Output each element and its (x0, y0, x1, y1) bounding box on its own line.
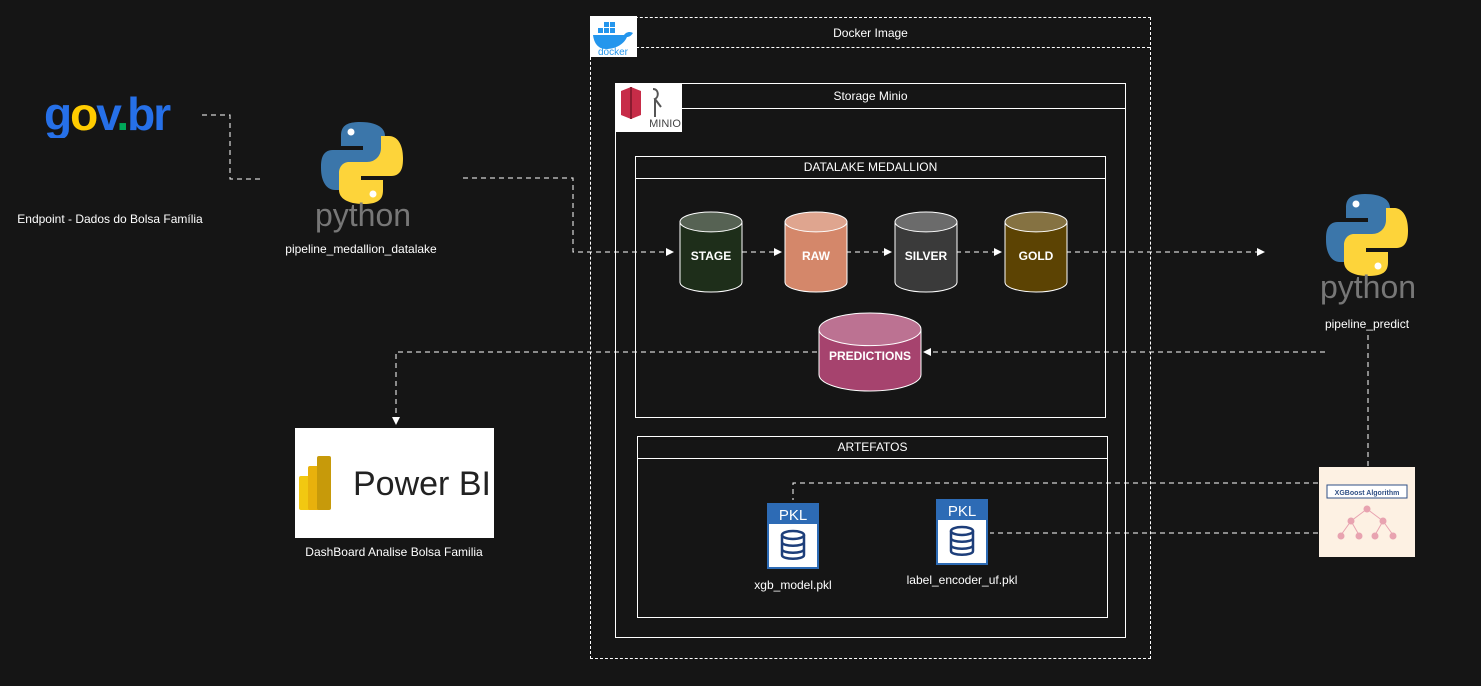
datalake-title: DATALAKE MEDALLION (636, 157, 1105, 179)
layer-silver-cylinder: SILVER (894, 211, 958, 293)
svg-text:python: python (1320, 269, 1416, 305)
pkl-file-icon: PKL (936, 499, 988, 565)
powerbi-label: DashBoard Analise Bolsa Familia (305, 545, 483, 559)
svg-text:PKL: PKL (779, 507, 807, 524)
artefatos-container: ARTEFATOS (637, 436, 1108, 618)
layer-silver-cylinder-label: SILVER (905, 249, 948, 263)
govbr-logo: gov.br (44, 88, 184, 143)
predictions-cylinder: PREDICTIONS (818, 312, 922, 392)
svg-text:Power BI: Power BI (353, 465, 491, 503)
connector-predictions-to-powerbi (392, 351, 817, 425)
storage-minio-container: Storage Minio (615, 83, 1126, 638)
predictions-cylinder-label: PREDICTIONS (829, 349, 911, 363)
connector-python-to-stage (463, 177, 674, 256)
xgboost-card: XGBoost Algorithm (1319, 467, 1415, 557)
powerbi-logo: Power BI (295, 428, 494, 538)
docker-image-container: Docker Image (590, 17, 1151, 659)
svg-text:MINIO: MINIO (649, 118, 681, 130)
pkl-file-icon: PKL (767, 503, 819, 569)
layer-stage-cylinder: STAGE (679, 211, 743, 293)
artefatos-title: ARTEFATOS (638, 437, 1107, 459)
source-label: Endpoint - Dados do Bolsa Família (17, 212, 203, 226)
svg-text:gov.br: gov.br (44, 88, 171, 138)
predict-pipeline-label: pipeline_predict (1324, 317, 1410, 331)
connector-xgboost-to-xgbmodel (792, 482, 1318, 500)
label-encoder-label: label_encoder_uf.pkl (906, 573, 1018, 587)
ingest-pipeline-label: pipeline_medallion_datalake (285, 242, 437, 256)
xgb-model-label: xgb_model.pkl (754, 578, 832, 592)
svg-text:XGBoost Algorithm: XGBoost Algorithm (1335, 490, 1400, 497)
storage-minio-title: Storage Minio (616, 84, 1125, 109)
layer-raw-cylinder: RAW (784, 211, 848, 293)
python-logo-ingest: python (305, 118, 425, 236)
svg-text:docker: docker (598, 47, 629, 57)
docker-image-title: Docker Image (591, 18, 1150, 48)
docker-logo: docker (590, 16, 637, 58)
svg-text:PKL: PKL (948, 503, 976, 520)
minio-logo: MINIO (615, 83, 682, 132)
layer-gold-cylinder-label: GOLD (1019, 249, 1054, 263)
layer-stage-cylinder-label: STAGE (691, 249, 731, 263)
layer-gold-cylinder: GOLD (1004, 211, 1068, 293)
connector-govbr-to-python (202, 114, 262, 180)
svg-text:python: python (315, 197, 411, 233)
layer-raw-cylinder-label: RAW (802, 249, 831, 263)
python-logo-predict: python (1310, 190, 1430, 308)
datalake-medallion-container: DATALAKE MEDALLION (635, 156, 1106, 418)
